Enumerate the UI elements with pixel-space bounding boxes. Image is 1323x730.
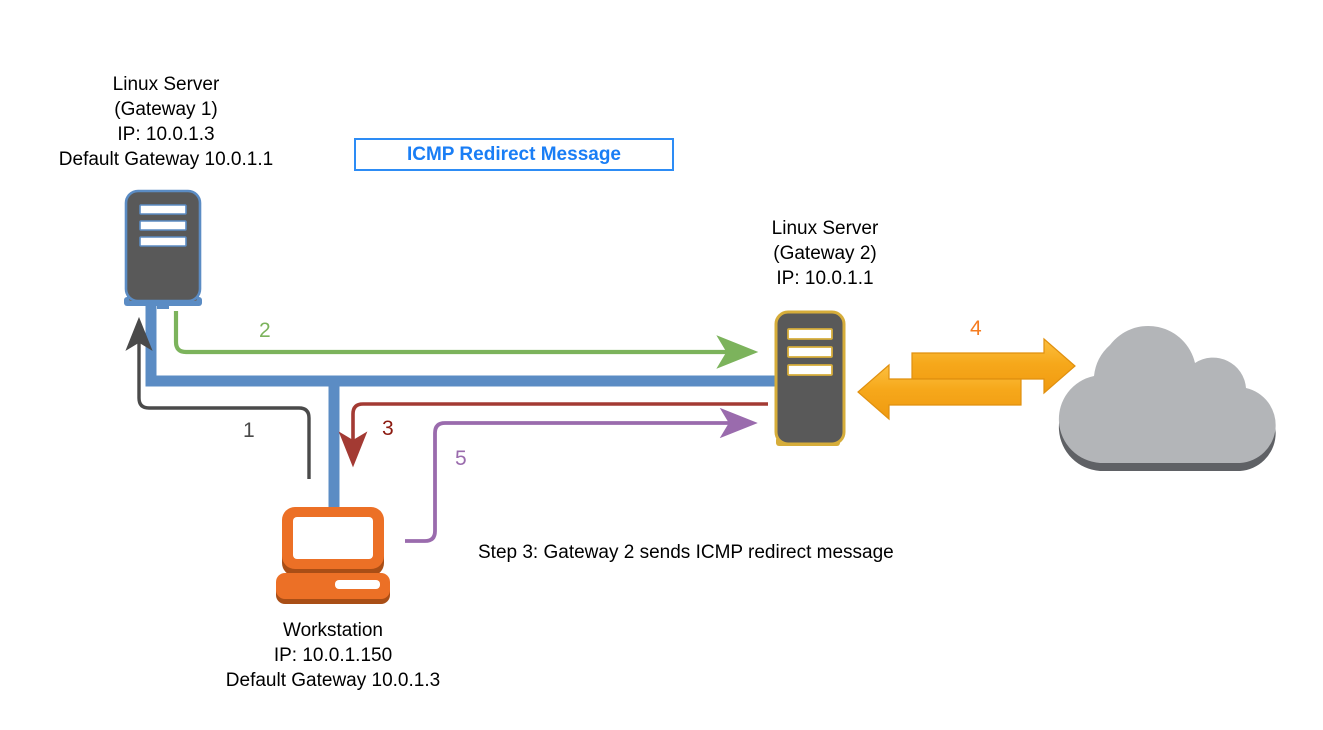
workstation-label-line1: Workstation (283, 620, 383, 641)
workstation-label-block: Workstation IP: 10.0.1.150 Default Gatew… (183, 618, 483, 693)
gateway-2-label-line3: IP: 10.0.1.1 (776, 268, 874, 289)
icmp-redirect-message-label: ICMP Redirect Message (406, 143, 621, 165)
gateway-1-label-line3: IP: 10.0.1.3 (117, 124, 215, 145)
flow-5-path (405, 407, 758, 543)
flow-2-number: 2 (259, 319, 271, 342)
gateway-2-server-icon (774, 310, 846, 446)
workstation-label-line3: Default Gateway 10.0.1.3 (225, 670, 441, 691)
flow-4-number: 4 (970, 317, 982, 340)
internet-cloud-icon (1058, 325, 1276, 471)
workstation-icon (276, 507, 390, 604)
step-3-note: Step 3: Gateway 2 sends ICMP redirect me… (478, 542, 894, 563)
flow-3-number: 3 (382, 417, 394, 440)
gateway-1-label-line4: Default Gateway 10.0.1.1 (58, 149, 274, 170)
flow-1-number: 1 (243, 419, 255, 442)
gateway-2-label-line2: (Gateway 2) (773, 243, 877, 264)
flow-5-number: 5 (455, 447, 467, 470)
gateway-1-label-line2: (Gateway 1) (114, 99, 218, 120)
gateway-2-label-block: Linux Server (Gateway 2) IP: 10.0.1.1 (690, 216, 960, 291)
gateway-1-label-block: Linux Server (Gateway 1) IP: 10.0.1.3 De… (16, 72, 316, 172)
workstation-label-line2: IP: 10.0.1.150 (273, 645, 393, 666)
gateway-1-label-line1: Linux Server (112, 74, 220, 95)
flow-2-path (173, 311, 759, 369)
gateway-1-server-icon (124, 189, 202, 309)
gateway-2-label-line1: Linux Server (771, 218, 879, 239)
flow-3-path (338, 402, 768, 468)
flow-4-double-arrow (857, 337, 1076, 421)
icmp-redirect-message-box: ICMP Redirect Message (354, 138, 674, 171)
flow-1-path (125, 316, 311, 479)
